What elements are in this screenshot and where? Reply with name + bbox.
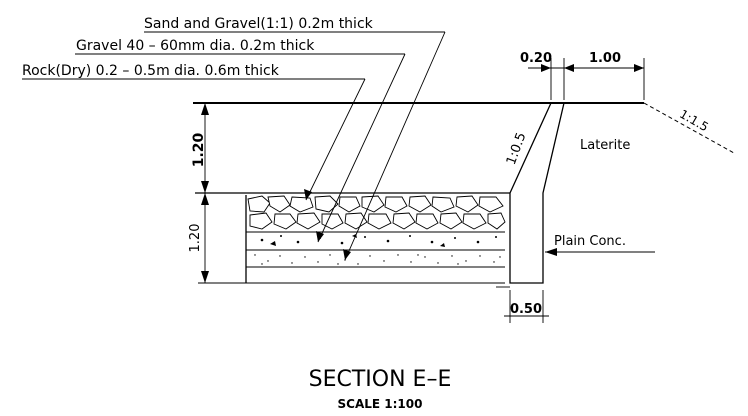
- upper-height-label: 1.20: [191, 132, 207, 167]
- sand-gravel-label: Sand and Gravel(1:1) 0.2m thick: [144, 16, 374, 32]
- upper-height-dimension: [201, 103, 209, 193]
- base-width-label: 0.50: [510, 302, 542, 317]
- scale-label: SCALE 1:100: [338, 397, 423, 411]
- lower-height-dimension: [198, 193, 246, 284]
- gravel-layer: [260, 234, 497, 247]
- laterite-label: Laterite: [580, 138, 630, 153]
- sand-layer: [247, 252, 505, 266]
- lower-height-label: 1.20: [188, 224, 203, 253]
- base-width-dimension: [504, 290, 549, 323]
- sand-stipple: [254, 254, 501, 265]
- cut-slope-line: [643, 102, 735, 154]
- top-dimensions: [528, 58, 645, 100]
- plain-conc-label: Plain Conc.: [554, 234, 626, 249]
- cut-slope-label: 1:1.5: [677, 107, 711, 135]
- top-wall-width-label: 0.20: [520, 51, 552, 66]
- rock-layer: [247, 195, 506, 230]
- concrete-wall: [509, 102, 565, 284]
- section-title: SECTION E–E: [309, 367, 452, 392]
- gravel-label: Gravel 40 – 60mm dia. 0.2m thick: [76, 38, 315, 54]
- rock-label: Rock(Dry) 0.2 – 0.5m dia. 0.6m thick: [22, 63, 280, 79]
- top-right-span-label: 1.00: [589, 51, 621, 66]
- material-leaders: [22, 31, 446, 261]
- filter-layers: [245, 195, 506, 284]
- wall-batter-label: 1:0.5: [504, 131, 529, 167]
